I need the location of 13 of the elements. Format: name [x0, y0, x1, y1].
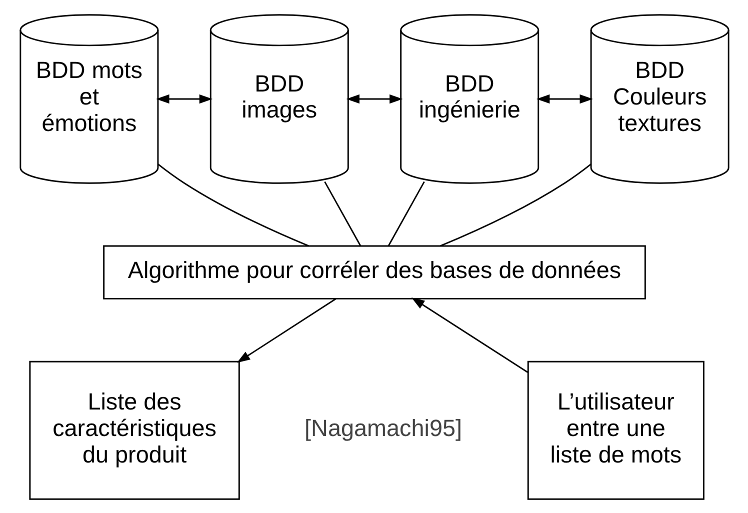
connector [387, 180, 424, 246]
connector [157, 163, 308, 246]
label: [Nagamachi95] [304, 414, 462, 440]
node-box: Algorithme pour corréler des bases de données [102, 244, 646, 299]
connector [324, 180, 361, 246]
arrow [236, 298, 336, 362]
node-box: Liste des caractéristiques du produit [28, 360, 240, 500]
arrow [346, 94, 402, 104]
arrow [410, 297, 528, 372]
node-box: L’utilisateur entre une liste de mots [526, 360, 704, 500]
arrow [156, 94, 212, 104]
arrow [536, 94, 592, 104]
connector [440, 163, 591, 246]
